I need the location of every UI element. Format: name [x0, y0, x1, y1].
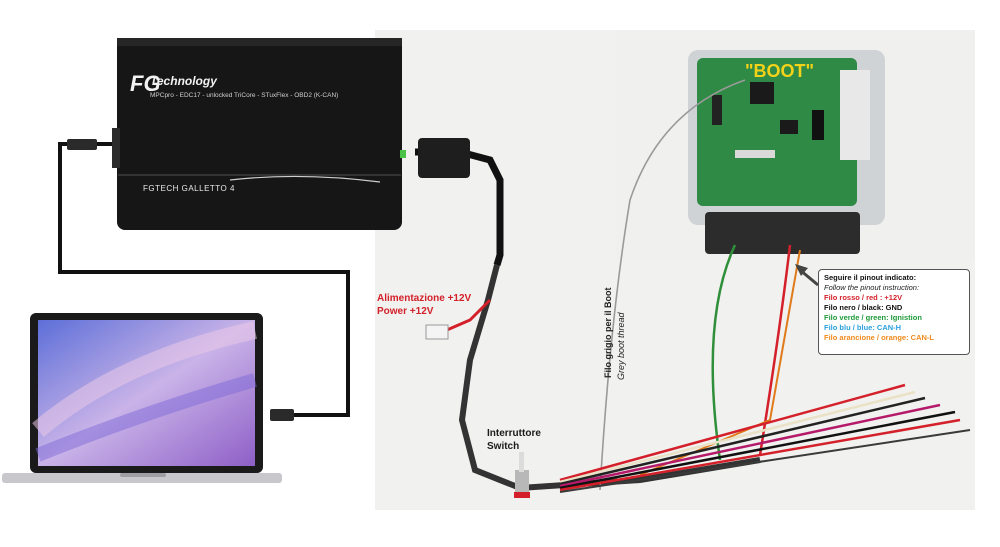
pinout-subtitle: Follow the pinout instruction: — [824, 283, 920, 292]
orange-wire — [639, 249, 801, 476]
device-swoosh — [229, 175, 381, 183]
fgtech-device: FG — [112, 38, 406, 230]
main-harness — [458, 264, 761, 492]
green-wire — [711, 244, 737, 461]
power-label-en: Power +12V — [377, 306, 434, 317]
device-brand: Technology — [150, 74, 217, 88]
power-connector — [425, 324, 449, 340]
pinout-line: Filo rosso / red : +12V — [824, 293, 903, 302]
boot-label: "BOOT" — [745, 61, 815, 81]
switch-label-it: Interruttore — [487, 428, 541, 439]
power-label-it: Alimentazione +12V — [377, 293, 472, 304]
fg-logo-icon: FG — [130, 71, 161, 96]
pinout-line: Filo arancione / orange: CAN-L — [824, 333, 935, 342]
obd-connector — [418, 138, 470, 178]
power-wire — [439, 298, 492, 335]
grey-wire-label-it: Filo grigio per il Boot — [603, 287, 613, 379]
device-protocols: MPCpro - EDC17 - unlocked TriCore - STux… — [150, 92, 339, 99]
usb-plug-device — [67, 139, 97, 150]
switch-label-en: Switch — [487, 441, 520, 452]
grey-wire-label-en: Grey boot thread — [616, 312, 626, 380]
toggle-switch-icon — [514, 452, 530, 498]
pinout-legend: Seguire il pinout indicato: Follow the p… — [818, 269, 970, 355]
grey-boot-wire — [599, 79, 746, 491]
laptop-icon — [2, 313, 282, 483]
pinout-line: Filo verde / green: Ignistion — [824, 313, 922, 322]
red-wire — [758, 244, 792, 456]
ecu-module — [688, 50, 885, 254]
pinout-line: Filo nero / black: GND — [824, 303, 903, 312]
pinout-line: Filo blu / blue: CAN-H — [824, 323, 902, 332]
device-model: FGTECH GALLETTO 4 — [143, 184, 235, 193]
pinout-title: Seguire il pinout indicato: — [824, 273, 917, 282]
usb-plug-laptop — [270, 409, 294, 421]
